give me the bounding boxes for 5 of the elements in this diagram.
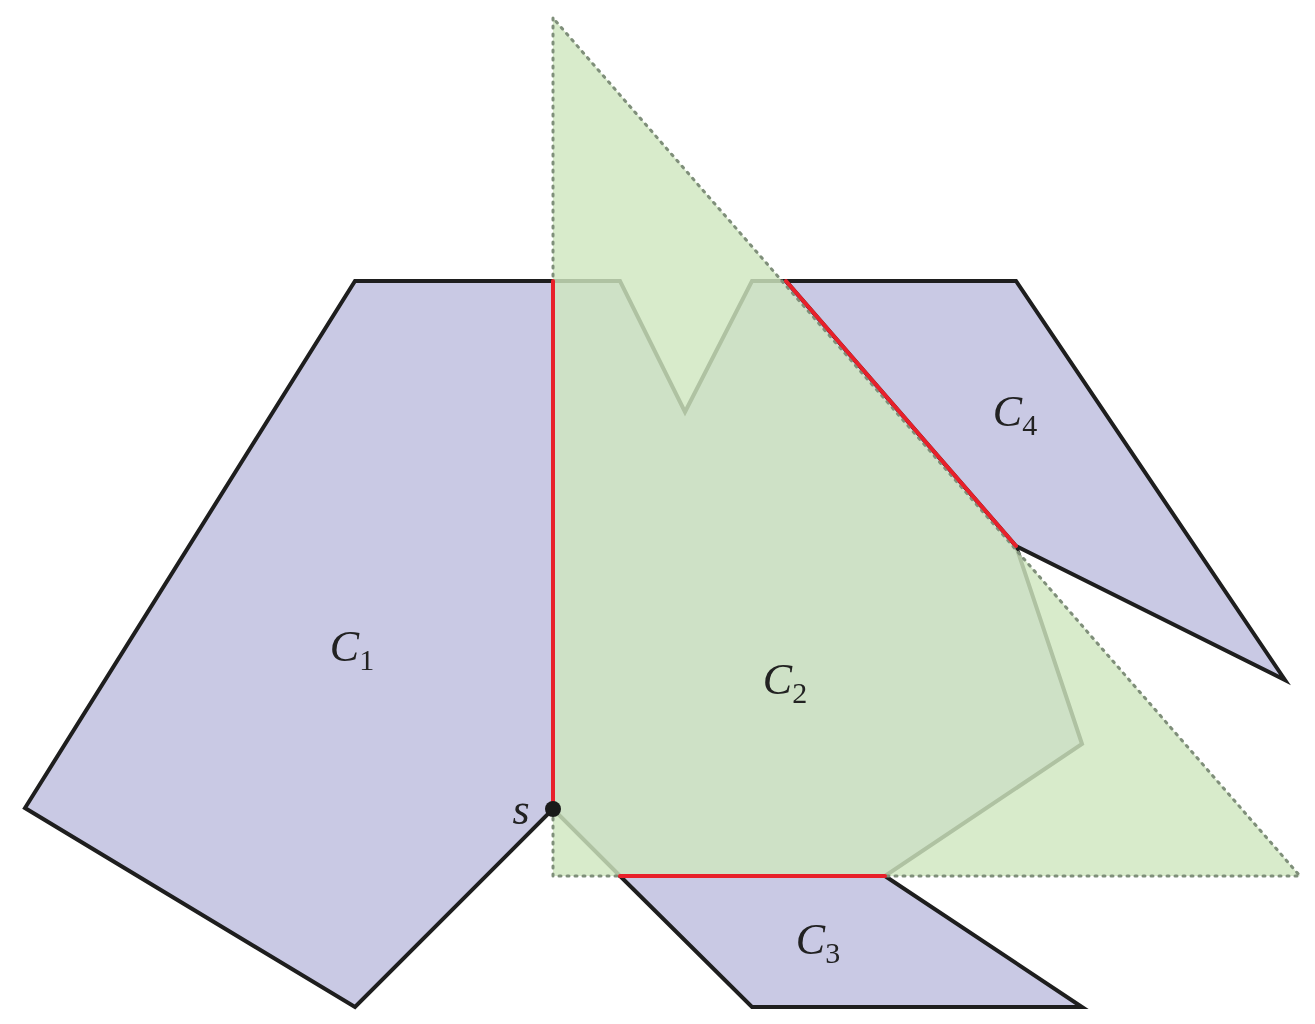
point-label: s bbox=[512, 788, 530, 832]
region-label: C$_{4}$ bbox=[992, 389, 1038, 441]
region-label: C$_{1}$ bbox=[329, 624, 375, 676]
region-label: C$_{2}$ bbox=[762, 657, 808, 709]
region-label: C$_{3}$ bbox=[795, 917, 841, 969]
